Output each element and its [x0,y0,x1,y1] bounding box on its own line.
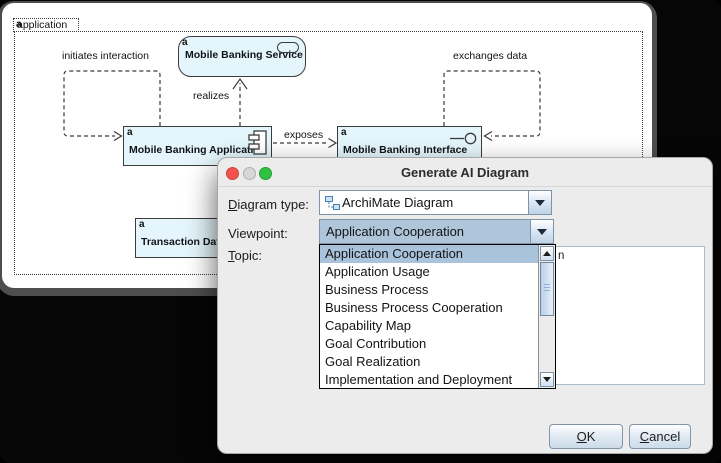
initiates-interaction-connector [63,70,161,137]
diagram-type-value: ArchiMate Diagram [320,191,528,214]
interface-lollipop-icon [450,132,477,145]
application-layer-badge: a [139,219,145,230]
dropdown-option[interactable]: Application Cooperation [320,245,538,263]
scrollbar-down-button[interactable] [540,372,554,387]
dropdown-option[interactable]: Business Process [325,282,429,298]
connector-label-initiates-interaction[interactable]: initiates interaction [62,50,149,62]
dialog-title: Generate AI Diagram [400,164,530,180]
dialog-titlebar[interactable]: Generate AI Diagram [218,158,712,187]
arrow-up-icon [543,247,551,256]
scrollbar-thumb[interactable] [540,262,554,316]
element-name: Mobile Banking Service [185,49,303,61]
viewpoint-combobox[interactable]: Application Cooperation [319,219,554,244]
arrow-down-icon [543,377,551,386]
viewpoint-value: Application Cooperation [320,220,530,243]
dropdown-scrollbar[interactable] [538,245,555,388]
minimize-button[interactable] [242,167,256,180]
element-mobile-banking-service[interactable]: a Mobile Banking Service [178,36,306,77]
connector-label-realizes[interactable]: realizes [193,90,230,102]
close-button[interactable] [226,167,239,180]
element-name: Transaction Data [141,236,226,248]
traffic-lights [226,167,276,180]
open-arrowhead [483,130,493,142]
exchanges-data-connector [443,70,541,137]
service-icon [277,42,299,53]
ok-button[interactable]: OK [549,424,623,449]
diagram-type-dropdown-button[interactable] [528,191,551,214]
group-label-text: application [17,19,68,31]
dropdown-option[interactable]: Implementation and Deployment [325,371,513,387]
dropdown-option[interactable]: Capability Map [325,317,411,333]
diagram-type-combobox[interactable]: ArchiMate Diagram [319,190,552,215]
generate-ai-diagram-dialog: Generate AI Diagram Diagram type: ArchiM… [217,157,713,454]
element-name: Mobile Banking Application [129,144,267,156]
dropdown-option[interactable]: Goal Contribution [325,335,427,351]
cancel-button[interactable]: Cancel [629,424,691,449]
realization-arrowhead [232,77,248,90]
connectors-layer [63,70,541,149]
zoom-button[interactable] [259,167,272,180]
component-icon [248,130,267,155]
dropdown-option[interactable]: Application Usage [325,264,430,280]
topic-text-fragment: n [558,250,565,262]
viewpoint-dropdown-button[interactable] [530,220,553,243]
dropdown-option[interactable]: Goal Realization [325,353,421,369]
element-name: Mobile Banking Interface [343,144,468,156]
application-layer-badge: a [341,127,347,138]
open-arrowhead [328,137,338,149]
application-layer-badge: a [182,37,188,48]
application-layer-badge: a [16,18,22,30]
viewpoint-label: Viewpoint: [228,226,288,241]
diagram-type-label: Diagram type: [228,197,309,212]
archimate-diagram-icon [325,196,340,210]
connector-label-exposes[interactable]: exposes [284,129,324,141]
dropdown-option[interactable]: Business Process Cooperation [325,300,503,316]
open-arrowhead [113,130,123,142]
scrollbar-up-button[interactable] [540,246,554,261]
chevron-down-icon [535,200,545,211]
application-layer-badge: a [127,127,133,138]
topic-label: Topic: [228,248,262,263]
chevron-down-icon [537,229,547,240]
connector-label-exchanges-data[interactable]: exchanges data [453,50,528,62]
scrollbar-grip [544,284,550,293]
application-group-label[interactable]: application a [13,18,79,32]
